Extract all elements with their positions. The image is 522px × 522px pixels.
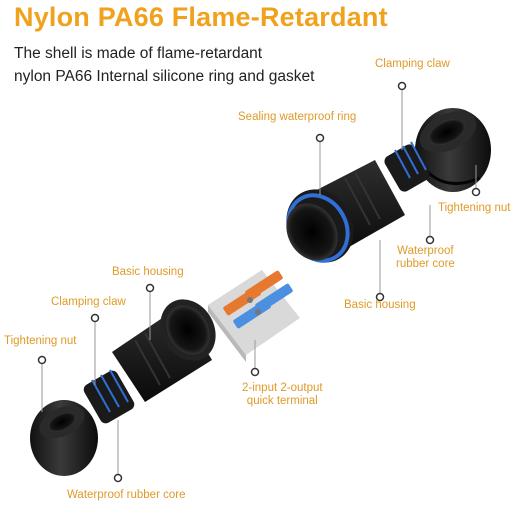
description-line-2: nylon PA66 Internal silicone ring and ga… (14, 68, 315, 85)
label-quick-terminal-line1: 2-input 2-output (242, 382, 323, 394)
label-waterproof-core-right: Waterproof rubber core (396, 245, 455, 271)
leader-lines (41, 86, 477, 478)
page-title: Nylon PA66 Flame-Retardant (14, 2, 388, 32)
label-clamping-claw-top: Clamping claw (375, 58, 450, 70)
basic-housing-left (112, 299, 216, 402)
label-sealing-ring: Sealing waterproof ring (238, 111, 357, 123)
label-quick-terminal: 2-input 2-output quick terminal (242, 382, 323, 408)
clamping-claw-left (83, 369, 135, 424)
clamping-claw-right (384, 141, 430, 192)
tightening-nut-right (415, 108, 491, 192)
label-waterproof-core-bottom: Waterproof rubber core (67, 489, 186, 501)
label-waterproof-core-right-line2: rubber core (396, 258, 455, 270)
quick-terminal (208, 270, 300, 362)
label-tightening-nut-left: Tightening nut (4, 335, 77, 347)
label-waterproof-core-right-line1: Waterproof (397, 245, 454, 257)
basic-housing-right (286, 160, 405, 263)
label-clamping-claw-left: Clamping claw (51, 296, 126, 308)
label-quick-terminal-line2: quick terminal (246, 395, 318, 407)
tightening-nut-left (30, 400, 98, 476)
description-line-1: The shell is made of flame-retardant (14, 45, 263, 62)
leader-markers (37, 81, 481, 483)
label-basic-housing-left: Basic housing (112, 266, 184, 278)
label-basic-housing-right: Basic housing (344, 299, 416, 311)
label-tightening-nut-right: Tightening nut (438, 202, 511, 214)
